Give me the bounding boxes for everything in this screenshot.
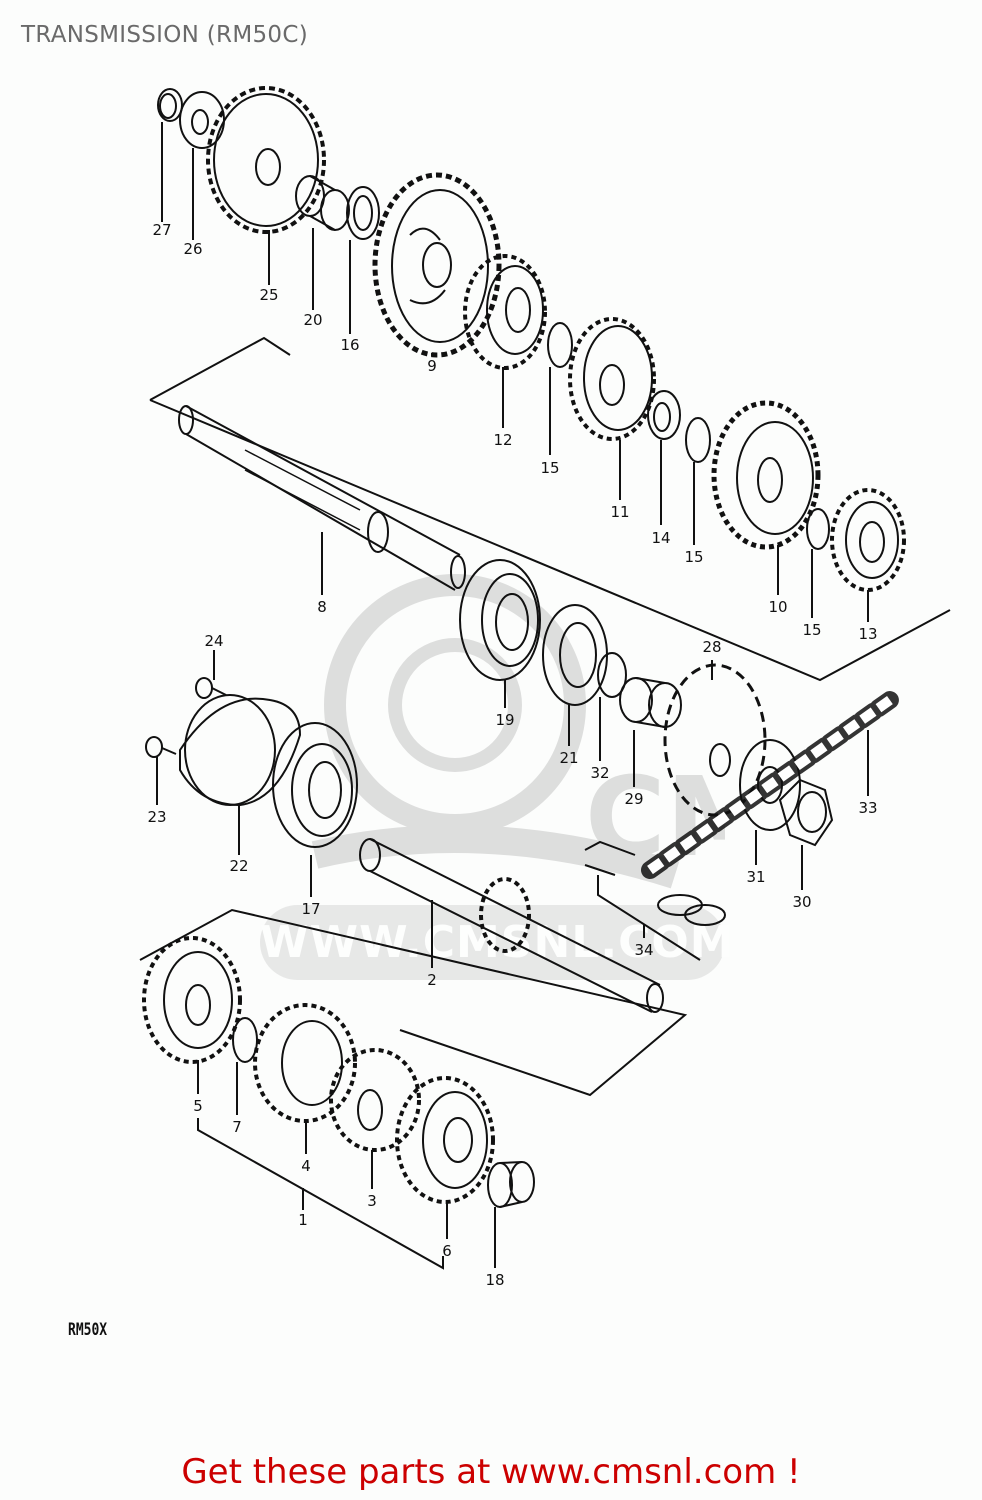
part-6-gear-icon [395, 1076, 495, 1239]
part-label-16[interactable]: 16 [340, 336, 360, 354]
part-label-28[interactable]: 28 [702, 638, 722, 656]
part-17-bearing-icon [272, 722, 358, 897]
part-label-15[interactable]: 15 [540, 459, 560, 477]
part-label-20[interactable]: 20 [303, 311, 323, 329]
part-2-driveshaft-icon [359, 838, 664, 1013]
part-10-gear-icon [711, 400, 821, 595]
part-29-spacer-icon [619, 677, 682, 787]
part-label-33[interactable]: 33 [858, 799, 878, 817]
part-label-13[interactable]: 13 [858, 625, 878, 643]
part-label-27[interactable]: 27 [152, 221, 172, 239]
part-label-6[interactable]: 6 [442, 1242, 452, 1260]
part-32-o-ring-icon [597, 652, 627, 761]
part-9-gear-icon [372, 172, 502, 358]
part-19-bearing-icon [459, 559, 541, 708]
part-30-nut-icon [778, 778, 834, 890]
part-33-drive-chain-icon [641, 691, 899, 879]
part-label-8[interactable]: 8 [317, 598, 327, 616]
part-14-lockwasher-icon [647, 390, 681, 525]
part-label-22[interactable]: 22 [229, 857, 249, 875]
part-label-26[interactable]: 26 [183, 240, 203, 258]
part-label-4[interactable]: 4 [301, 1157, 311, 1175]
part-15-circlip-icon [685, 417, 711, 545]
part-16-washer-icon [346, 186, 380, 334]
part-18-bushing-icon [487, 1161, 535, 1268]
part-label-9[interactable]: 9 [427, 357, 437, 375]
part-15-circlip-icon [547, 322, 573, 455]
part-22-bearing-retainer-icon [179, 694, 302, 855]
part-label-31[interactable]: 31 [746, 868, 766, 886]
part-label-3[interactable]: 3 [367, 1192, 377, 1210]
part-3-gear-icon [329, 1048, 421, 1189]
page-title: TRANSMISSION (RM50C) [21, 22, 308, 48]
part-20-bushing-icon [295, 175, 350, 310]
part-15-circlip-icon [806, 508, 830, 618]
part-34-chain-joint-icon [584, 840, 726, 961]
part-23-screw-icon [145, 736, 177, 805]
watermark-text: WWW.CMSNL.COM [260, 905, 734, 980]
part-13-gear-icon [830, 488, 906, 622]
part-4-gear-icon [253, 1003, 357, 1154]
part-label-24[interactable]: 24 [204, 632, 224, 650]
part-25-gear-icon [206, 86, 326, 285]
part-12-gear-icon [463, 254, 547, 428]
promo-link-text[interactable]: Get these parts at www.cmsnl.com ! [181, 1452, 801, 1492]
part-label-30[interactable]: 30 [792, 893, 812, 911]
part-label-10[interactable]: 10 [768, 598, 788, 616]
part-label-15[interactable]: 15 [802, 621, 822, 639]
part-label-18[interactable]: 18 [485, 1271, 505, 1289]
part-label-12[interactable]: 12 [493, 431, 513, 449]
countershaft-group-outline [149, 336, 951, 682]
part-label-34[interactable]: 34 [634, 941, 654, 959]
part-label-2[interactable]: 2 [427, 971, 437, 989]
part-label-19[interactable]: 19 [495, 711, 515, 729]
part-label-29[interactable]: 29 [624, 790, 644, 808]
part-label-14[interactable]: 14 [651, 529, 671, 547]
part-label-11[interactable]: 11 [610, 503, 630, 521]
part-8-countershaft-icon [178, 405, 466, 595]
part-label-17[interactable]: 17 [301, 900, 321, 918]
part-24-screw-icon [195, 650, 227, 699]
part-26-washer-icon [179, 91, 225, 240]
part-label-25[interactable]: 25 [259, 286, 279, 304]
part-label-21[interactable]: 21 [559, 749, 579, 767]
part-1-gear-set-bracket [197, 1118, 444, 1270]
part-label-1[interactable]: 1 [298, 1211, 308, 1229]
part-label-7[interactable]: 7 [232, 1118, 242, 1136]
part-label-5[interactable]: 5 [193, 1097, 203, 1115]
part-11-gear-icon [568, 317, 656, 500]
part-label-23[interactable]: 23 [147, 808, 167, 826]
part-27-circlip-icon [157, 88, 183, 222]
part-label-15[interactable]: 15 [684, 548, 704, 566]
model-code: RM50X [68, 1320, 108, 1341]
driveshaft-group-outline [139, 908, 688, 1097]
part-label-32[interactable]: 32 [590, 764, 610, 782]
part-5-gear-icon [142, 936, 242, 1094]
